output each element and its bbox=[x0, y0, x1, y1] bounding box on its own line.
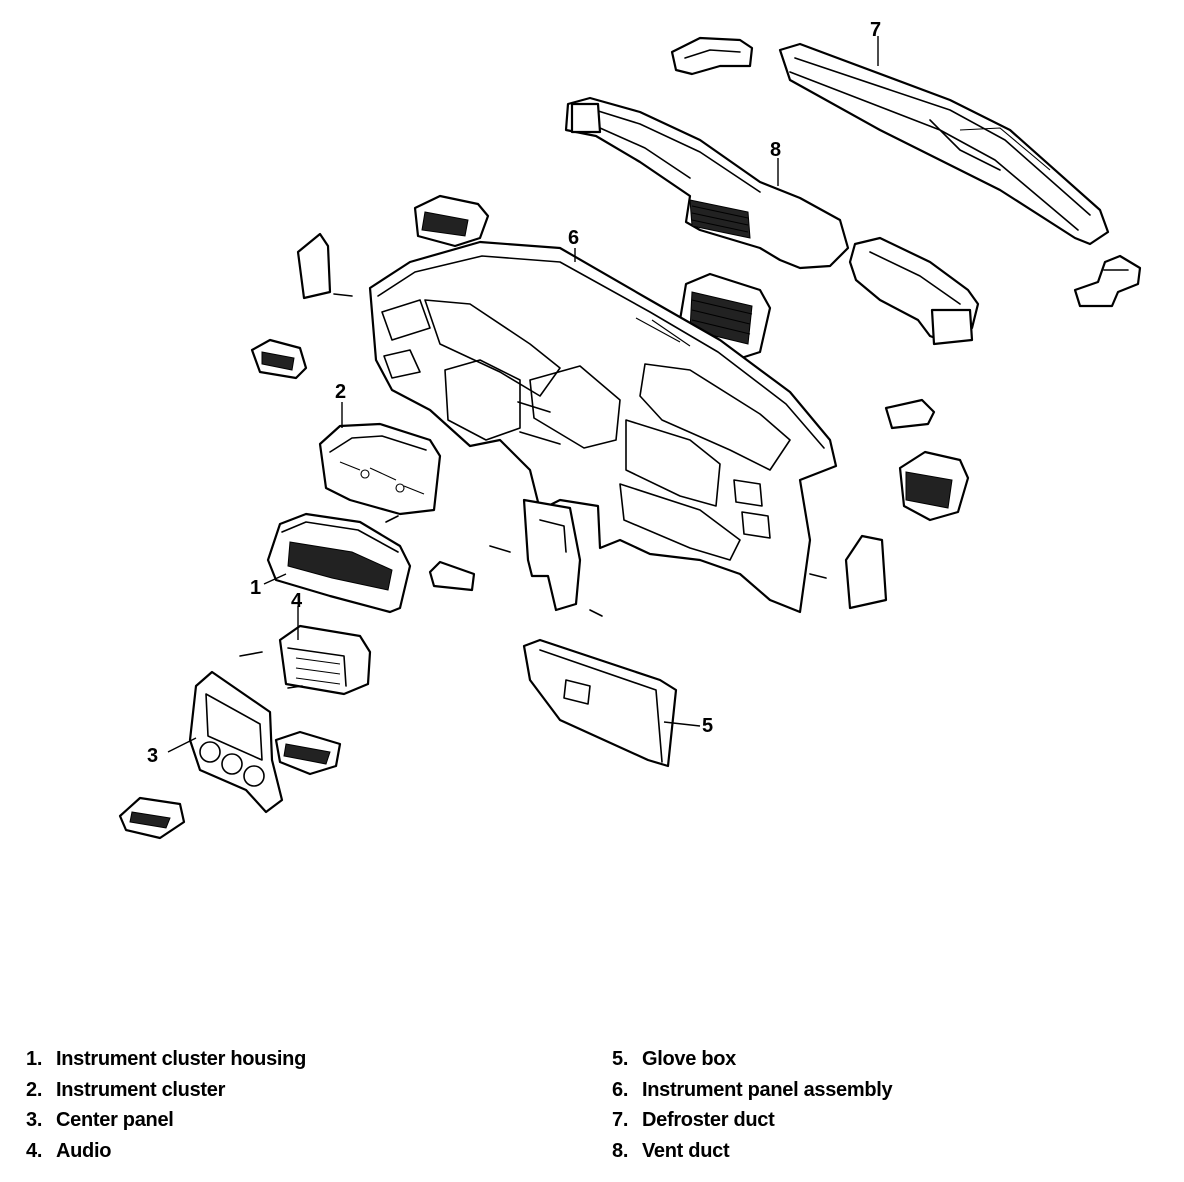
instrument-cluster bbox=[318, 402, 442, 516]
audio-unit bbox=[278, 606, 372, 696]
legend-item: 7. Defroster duct bbox=[612, 1105, 892, 1136]
legend-number: 7. bbox=[612, 1109, 629, 1131]
fasteners bbox=[239, 293, 827, 689]
legend-number: 6. bbox=[612, 1078, 629, 1101]
callout-4: 4 bbox=[291, 590, 303, 612]
callout-7: 7 bbox=[870, 19, 881, 41]
vent-duct bbox=[564, 96, 980, 346]
legend-label: Instrument cluster housing bbox=[56, 1048, 307, 1070]
legend-number: 4. bbox=[26, 1139, 43, 1162]
center-panel bbox=[118, 670, 342, 840]
legend-left-column: 1. Instrument cluster housing 2. Instrumen… bbox=[26, 1044, 306, 1166]
legend-number: 2. bbox=[26, 1078, 43, 1101]
legend-number: 3. bbox=[26, 1109, 43, 1131]
legend-item: 5. Glove box bbox=[612, 1044, 892, 1075]
legend-item: 6. Instrument panel assembly bbox=[612, 1075, 893, 1106]
legend-item: 8. Vent duct bbox=[612, 1136, 892, 1167]
legend-label: Defroster duct bbox=[642, 1109, 775, 1131]
legend-label: Audio bbox=[56, 1139, 112, 1162]
defroster-duct bbox=[670, 36, 1142, 308]
legend-item: 1. Instrument cluster housing bbox=[26, 1044, 306, 1075]
callout-5: 5 bbox=[702, 715, 713, 737]
legend-label: Glove box bbox=[642, 1048, 736, 1070]
legend-label: Vent duct bbox=[642, 1139, 730, 1162]
legend-right-column: 5.Glove box 6.Instrument panel assembly … bbox=[612, 1044, 893, 1167]
legend-number: 5. bbox=[612, 1048, 629, 1070]
instrument-panel-assembly bbox=[368, 240, 838, 614]
legend-label: Instrument panel assembly bbox=[642, 1078, 893, 1101]
legend-item: 4. Audio bbox=[26, 1136, 306, 1167]
legend-number: 8. bbox=[612, 1139, 629, 1162]
side-covers bbox=[296, 232, 888, 610]
legend-number: 1. bbox=[26, 1048, 43, 1070]
callout-1: 1 bbox=[250, 577, 261, 599]
callout-2: 2 bbox=[335, 381, 346, 403]
callout-6: 6 bbox=[568, 227, 579, 249]
glove-box bbox=[522, 638, 701, 768]
legend-label: Instrument cluster bbox=[56, 1078, 226, 1101]
callout-8: 8 bbox=[770, 139, 781, 161]
callout-3: 3 bbox=[147, 745, 158, 767]
legend-item: 2. Instrument cluster bbox=[26, 1075, 306, 1106]
legend-item: 3. Center panel bbox=[26, 1105, 306, 1136]
exploded-instrument-panel-diagram: 7 8 6 2 1 4 3 5 bbox=[118, 19, 1142, 840]
legend-label: Center panel bbox=[56, 1109, 174, 1131]
instrument-cluster-housing bbox=[263, 512, 476, 614]
